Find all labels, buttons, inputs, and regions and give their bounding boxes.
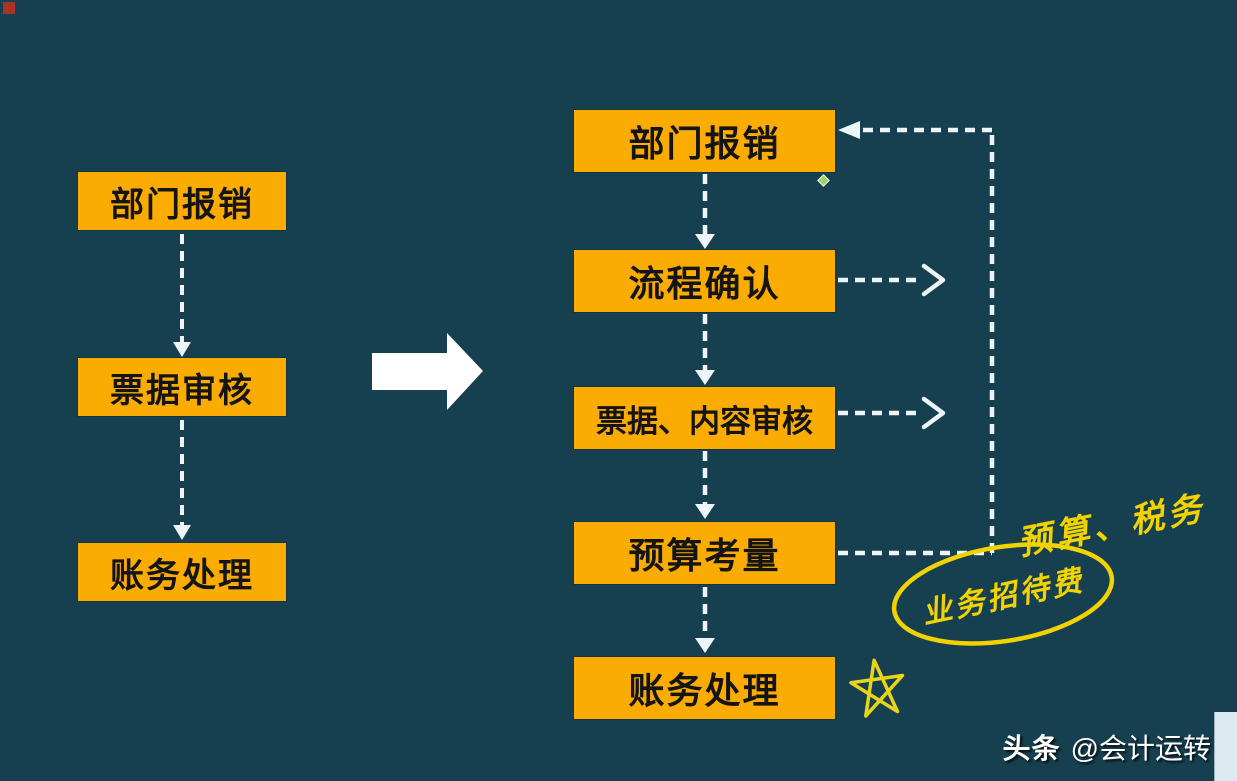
star-icon xyxy=(849,658,905,718)
right-flow-box-department-reimbursement: 部门报销 xyxy=(574,110,835,172)
left-flow-box-accounting: 账务处理 xyxy=(78,543,286,601)
arrow-down-icon xyxy=(173,420,191,540)
feedback-loop-arrow xyxy=(838,121,995,556)
corner-red-marker xyxy=(3,2,15,14)
arrow-down-icon xyxy=(695,314,715,385)
right-flow-box-invoice-content-review: 票据、内容审核 xyxy=(574,387,835,449)
right-flow-box-budget-consideration: 预算考量 xyxy=(574,522,835,584)
left-flow-box-department-reimbursement: 部门报销 xyxy=(78,172,286,230)
arrow-right-icon xyxy=(838,263,946,297)
watermark-handle: @会计运转 xyxy=(1070,733,1211,764)
arrow-right-icon xyxy=(838,396,946,430)
left-flow-box-invoice-review: 票据审核 xyxy=(78,358,286,416)
big-right-arrow-icon xyxy=(372,333,483,410)
corner-panel xyxy=(1214,712,1237,781)
arrow-down-icon xyxy=(695,451,715,519)
right-flow-box-accounting: 账务处理 xyxy=(574,657,835,719)
right-flow-box-process-confirmation: 流程确认 xyxy=(574,250,835,312)
pointer-dot-icon xyxy=(817,174,830,187)
arrow-down-icon xyxy=(695,587,715,653)
watermark: 头条 @会计运转 xyxy=(1003,727,1211,767)
watermark-brand: 头条 xyxy=(1002,733,1061,764)
arrow-down-icon xyxy=(695,174,715,249)
arrow-down-icon xyxy=(173,234,191,357)
handwritten-note-budget-tax: 预算、税务 xyxy=(1014,489,1209,563)
handwritten-note-entertainment: 业务招待费 xyxy=(919,564,1088,631)
